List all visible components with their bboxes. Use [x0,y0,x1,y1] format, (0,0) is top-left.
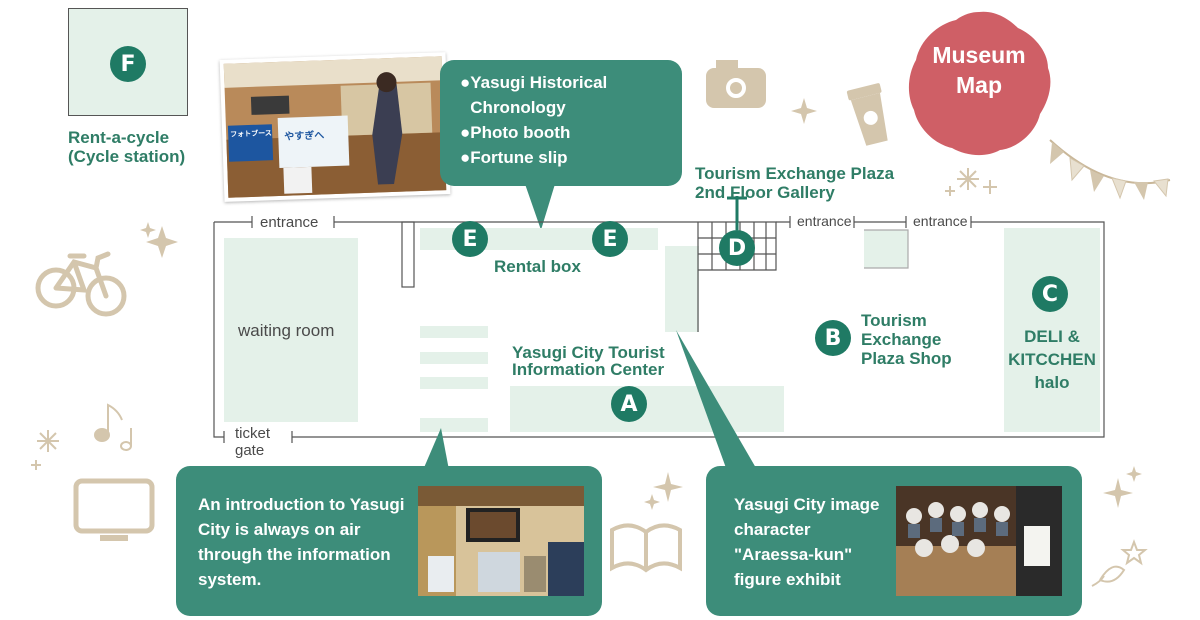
callout-top-item: ● Fortune slip [460,145,682,170]
bicycle-icon [35,251,127,317]
page-title: Museum Map [906,40,1052,100]
shop-label: Tourism Exchange Plaza Shop [861,311,971,368]
gallery-stair-zone [665,246,699,332]
entrance-label-1: entrance [258,214,321,231]
camera-icon [706,60,766,108]
figure-exhibit-photo [896,486,1062,596]
monitor-icon [73,478,155,541]
marker-c-label: C [1041,281,1059,307]
music-note-icon [94,403,132,451]
entrance-label-3: entrance [911,213,970,229]
cycle-station-label: Rent-a-cycle (Cycle station) [68,128,218,166]
callout-bottom-left: An introduction to Yasugi City is always… [176,466,602,616]
callout-top-item: ● Yasugi Historical Chronology [460,70,682,120]
waiting-room-label: waiting room [238,321,335,340]
bunting-icon [1049,139,1171,200]
rack [420,326,488,338]
bullet-icon: ● [460,73,471,92]
marker-e-2[interactable]: E [592,221,628,257]
tourist-info-name: Yasugi City Tourist Information Center [512,343,665,379]
marker-f-label: F [120,51,136,77]
deli-label: DELI & KITCCHEN halo [1000,325,1104,394]
sparkle-icon [31,430,59,470]
callout-top-list: ● Yasugi Historical Chronology ● Photo b… [460,70,682,170]
callout-top: ● Yasugi Historical Chronology ● Photo b… [440,60,682,186]
marker-e-label: E [602,226,618,252]
shop-entrance-zone [864,230,908,268]
callout-bottom-right-tail [676,330,756,468]
marker-d[interactable]: D [719,230,755,266]
callout-top-item-text: Photo booth [470,123,571,142]
coffee-cup-icon [846,83,888,146]
cycle-station-name: Rent-a-cycle (Cycle station) [68,128,186,166]
callout-top-item-text: Yasugi Historical Chronology [470,73,608,117]
sparkle-icon [945,168,997,196]
callout-bottom-left-text: An introduction to Yasugi City is always… [198,495,405,589]
rental-box-label: Rental box [494,257,581,276]
marker-b-label: B [824,325,842,351]
photo-booth-photo: フォトブース やすぎへ [219,52,451,202]
photo-sign-2: やすぎへ [284,130,325,143]
marker-a[interactable]: A [611,386,647,422]
sparkle-icon [1103,466,1142,508]
marker-f[interactable]: F [110,46,146,82]
marker-e-label: E [462,226,478,252]
marker-c[interactable]: C [1032,276,1068,312]
deli-name: DELI & KITCCHEN halo [1008,327,1096,392]
sparkle-icon [791,98,817,124]
marker-b[interactable]: B [815,320,851,356]
page-title-text: Museum Map [932,42,1026,98]
gallery-name: Tourism Exchange Plaza 2nd Floor Gallery [695,164,895,202]
marker-e-1[interactable]: E [452,221,488,257]
callout-top-item: ● Photo booth [460,120,682,145]
sparkle-icon [140,222,178,258]
information-system-photo [418,486,584,596]
title-badge [908,11,1051,156]
tourist-info-label: Yasugi City Tourist Information Center [512,344,687,378]
bullet-icon: ● [460,123,471,142]
bullet-icon: ● [460,148,471,167]
rack [420,352,488,364]
callout-top-tail [525,184,555,230]
callout-top-item-text: Fortune slip [470,148,568,167]
cycle-station-box [68,8,188,116]
gallery-label: Tourism Exchange Plaza 2nd Floor Gallery [695,164,915,202]
photo-sign-1: フォトブース [230,130,272,139]
entrance-label-2: entrance [795,213,854,229]
rack [420,377,488,389]
shop-name: Tourism Exchange Plaza Shop [861,311,952,368]
ticket-gate-label: ticket gate [235,425,271,459]
callout-bottom-right-text: Yasugi City image character "Araessa-kun… [734,495,880,589]
marker-d-label: D [727,235,747,261]
star-icon [1091,539,1148,587]
marker-a-label: A [620,391,638,417]
callout-bottom-left-tail [423,428,449,470]
book-icon [610,523,682,573]
callout-bottom-right: Yasugi City image character "Araessa-kun… [706,466,1082,616]
